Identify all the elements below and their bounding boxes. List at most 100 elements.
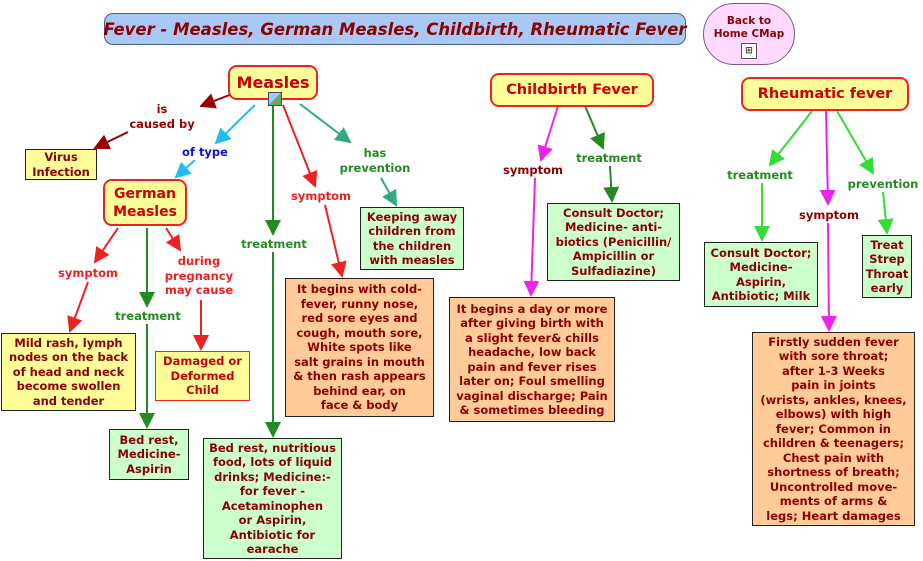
concept-rheumatic-fever-label: Rheumatic fever <box>757 86 893 102</box>
rheumatic-symptom-line-6: elbows) with high <box>775 407 892 422</box>
concept-german-measles[interactable]: German Measles <box>103 179 187 226</box>
link-during-pregnancy: during pregnancy may cause <box>160 254 238 298</box>
german-treatment-line-2: Medicine- <box>117 447 181 462</box>
concept-measles-treatment[interactable]: Bed rest, nutritious food, lots of liqui… <box>203 438 342 559</box>
childbirth-treatment-line-5: Sulfadiazine) <box>571 263 656 278</box>
german-treatment-line-1: Bed rest, <box>119 432 179 447</box>
measles-treatment-line-8: earache <box>246 542 299 556</box>
link-has-prevention: has prevention <box>336 146 414 175</box>
childbirth-treatment-line-3: biotics (Penicillin/ <box>555 234 672 249</box>
measles-symptom-line-8: behind ear, on <box>313 383 406 398</box>
rheumatic-symptom-line-11: Uncontrolled move- <box>769 479 898 494</box>
childbirth-symptom-line-3: a slight fever& chills <box>465 330 599 345</box>
rheumatic-symptom-line-8: children & teenagers; <box>762 436 904 451</box>
link-is-caused-by-line-2: caused by <box>129 116 195 131</box>
rheumatic-symptom-line-7: fever; Common in <box>776 421 891 436</box>
concept-damaged-child[interactable]: Damaged or Deformed Child <box>155 351 250 401</box>
german-symptom-line-5: and tender <box>32 393 105 408</box>
childbirth-symptom-line-2: after giving birth with <box>460 316 604 330</box>
link-during-pregnancy-line-2: pregnancy <box>164 268 234 283</box>
link-childbirth-treatment: treatment <box>573 151 645 166</box>
measles-treatment-line-1: Bed rest, nutritious <box>209 440 336 455</box>
virus-infection-line-2: Infection <box>32 164 90 179</box>
concept-rheumatic-symptom[interactable]: Firstly sudden fever with sore throat; a… <box>752 332 915 526</box>
back-to-home-cmap-button[interactable]: Back to Home CMap ⊞ <box>703 3 795 65</box>
childbirth-treatment-line-1: Consult Doctor; <box>563 205 664 220</box>
german-symptom-line-4: become swollen <box>16 379 121 394</box>
virus-infection-line-1: Virus <box>44 150 78 164</box>
concept-rheumatic-prevention[interactable]: Treat Strep Throat early <box>862 235 912 298</box>
german-symptom-line-2: nodes on the back <box>8 350 128 365</box>
rheumatic-symptom-line-12: ments of arms & <box>779 494 888 509</box>
measles-symptom-line-2: fever, runny nose, <box>300 296 419 311</box>
german-treatment-line-3: Aspirin <box>126 461 172 476</box>
link-measles-treatment: treatment <box>238 237 310 252</box>
concept-virus-infection[interactable]: Virus Infection <box>25 149 97 180</box>
childbirth-treatment-line-4: Ampicillin or <box>572 249 655 264</box>
concept-measles-symptom[interactable]: It begins with cold- fever, runny nose, … <box>285 278 434 417</box>
keeping-away-line-2: children from <box>368 224 456 238</box>
link-has-prevention-line-2: prevention <box>339 160 411 175</box>
damaged-child-line-3: Child <box>186 383 219 398</box>
concept-measles-label: Measles <box>236 72 310 92</box>
home-link-line-2: Home CMap <box>713 28 785 40</box>
keeping-away-line-4: with measles <box>369 253 455 267</box>
measles-treatment-line-6: or Aspirin, <box>238 513 307 527</box>
concept-childbirth-fever[interactable]: Childbirth Fever <box>490 73 654 107</box>
childbirth-symptom-line-8: & sometimes bleeding <box>459 403 605 417</box>
link-german-symptom: symptom <box>55 266 121 281</box>
measles-symptom-line-3: red sore eyes and <box>301 311 418 326</box>
link-rheumatic-treatment: treatment <box>724 168 796 183</box>
link-rheumatic-symptom: symptom <box>796 208 862 223</box>
rheumatic-symptom-line-1: Firstly sudden fever <box>768 334 899 349</box>
page-title: Fever - Measles, German Measles, Childbi… <box>103 13 687 45</box>
rheumatic-prevention-line-2: Strep <box>869 252 905 266</box>
damaged-child-line-2: Deformed <box>170 368 235 383</box>
rheumatic-prevention-line-1: Treat <box>870 237 904 252</box>
rheumatic-symptom-line-3: after 1-3 Weeks <box>782 363 885 378</box>
concept-childbirth-treatment[interactable]: Consult Doctor; Medicine- anti- biotics … <box>547 203 680 281</box>
german-symptom-line-3: of head and neck <box>12 364 125 379</box>
damaged-child-line-1: Damaged or <box>163 354 242 369</box>
link-of-type: of type <box>178 145 232 160</box>
measles-symptom-line-5: White spots like <box>307 340 412 355</box>
measles-treatment-line-7: Antibiotic for <box>229 527 316 542</box>
rheumatic-prevention-line-3: Throat <box>865 266 909 281</box>
concept-keeping-away[interactable]: Keeping away children from the children … <box>360 207 464 270</box>
concept-childbirth-fever-label: Childbirth Fever <box>506 82 638 98</box>
childbirth-symptom-line-4: headache, low back <box>468 345 596 359</box>
link-rheumatic-prevention: prevention <box>844 177 922 192</box>
rheumatic-treatment-line-2: Medicine- <box>729 260 793 274</box>
german-measles-line-1: German <box>114 185 176 202</box>
link-measles-symptom: symptom <box>288 189 354 204</box>
link-childbirth-symptom: symptom <box>500 163 566 178</box>
picture-icon[interactable] <box>268 92 282 106</box>
concept-childbirth-symptom[interactable]: It begins a day or more after giving bir… <box>449 297 615 422</box>
concept-rheumatic-treatment[interactable]: Consult Doctor; Medicine- Aspirin, Antib… <box>704 242 818 307</box>
concept-measles[interactable]: Measles <box>228 65 318 100</box>
childbirth-symptom-line-5: pain and fever rises <box>467 359 597 374</box>
childbirth-treatment-line-2: Medicine- anti- <box>564 220 663 235</box>
link-is-caused-by: is caused by <box>124 102 200 131</box>
concept-german-measles-symptom[interactable]: Mild rash, lymph nodes on the back of he… <box>1 333 136 411</box>
link-german-treatment: treatment <box>112 309 184 324</box>
cmap-hierarchy-icon[interactable]: ⊞ <box>741 43 757 59</box>
rheumatic-symptom-line-13: legs; Heart damages <box>766 508 901 523</box>
rheumatic-symptom-line-2: with sore throat; <box>778 349 889 364</box>
rheumatic-symptom-line-10: shortness of breath; <box>767 465 900 480</box>
childbirth-symptom-line-6: later on; Foul smelling <box>459 374 605 388</box>
link-during-pregnancy-line-3: may cause <box>164 283 234 297</box>
measles-symptom-line-1: It begins with cold- <box>297 282 422 297</box>
rheumatic-symptom-line-9: Chest pain with <box>782 450 885 465</box>
rheumatic-prevention-line-4: early <box>870 281 904 295</box>
rheumatic-symptom-line-4: pain in joints <box>791 378 876 393</box>
measles-treatment-line-4: for fever - <box>239 484 306 498</box>
concept-rheumatic-fever[interactable]: Rheumatic fever <box>741 77 909 111</box>
concept-german-measles-treatment[interactable]: Bed rest, Medicine- Aspirin <box>109 429 189 480</box>
rheumatic-treatment-line-1: Consult Doctor; <box>710 245 812 260</box>
german-symptom-line-1: Mild rash, lymph <box>14 335 123 350</box>
link-is-caused-by-line-1: is <box>156 102 168 116</box>
link-has-prevention-line-1: has <box>363 146 387 160</box>
rheumatic-symptom-line-5: (wrists, ankles, knees, <box>760 392 907 407</box>
